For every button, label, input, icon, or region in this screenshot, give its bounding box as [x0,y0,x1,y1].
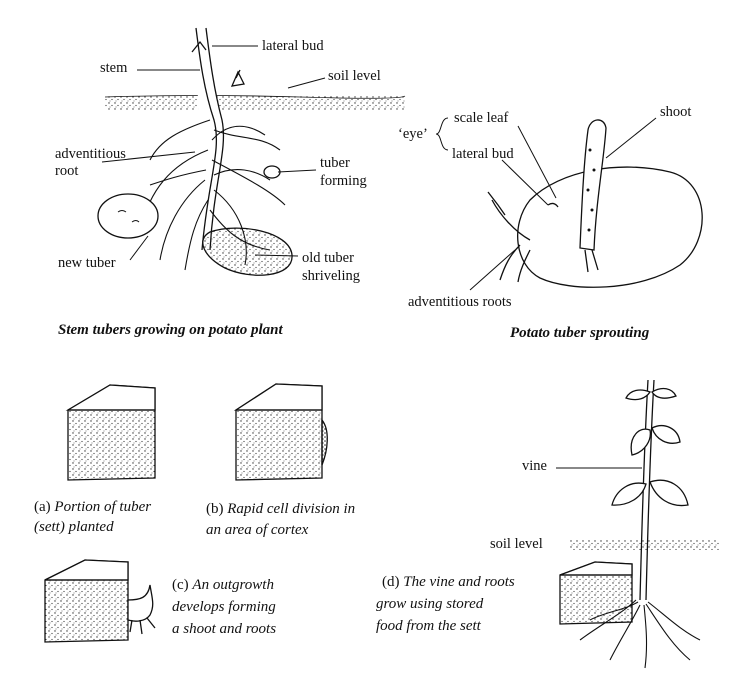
label-shriveling: shriveling [302,268,360,285]
label-adventitious-roots: adventitious roots [408,294,512,311]
old-tuber-shape [203,228,292,275]
eye-brace [436,118,448,150]
tuber-forming-shape [264,166,280,178]
soil-band-d [570,540,720,550]
vine-stage-d [560,380,720,668]
label-old-tuber: old tuber [302,250,354,267]
stage-c-line3: a shoot and roots [172,619,276,639]
cell-division-area [322,420,327,465]
label-shoot: shoot [660,104,691,121]
stage-d-line3: food from the sett [376,616,481,636]
stage-a-line1: (a) Portion of tuber [34,497,151,517]
outgrowth-shoot [128,585,153,621]
label-adventitious: adventitious [55,146,126,163]
label-eye: ‘eye’ [398,126,428,143]
lateral-bud-shape [232,70,244,86]
stage-c-line2: develops forming [172,597,276,617]
label-forming: forming [320,173,367,190]
stage-d-line2: grow using stored [376,594,483,614]
label-lateral-bud-right: lateral bud [452,146,514,163]
stage-d-line1: (d) The vine and roots [382,572,515,592]
sett-top-face [68,385,155,410]
vine-leaf [652,426,680,444]
vine-leaf [650,480,688,505]
label-new-tuber: new tuber [58,255,116,272]
vine-leaf [612,483,646,505]
label-scale-leaf: scale leaf [454,110,508,127]
stage-c-line1: (c) An outgrowth [172,575,274,595]
potato-plant-illustration [98,28,405,275]
stage-a-line2: (sett) planted [34,517,114,537]
label-vine: vine [522,458,547,475]
sett-stage-b [236,384,327,480]
label-root: root [55,163,78,180]
sett-stage-a [68,385,155,480]
label-lateral-bud: lateral bud [262,38,324,55]
vine-leaf [652,389,676,399]
stage-b-line2: an area of cortex [206,520,308,540]
label-tuber: tuber [320,155,350,172]
caption-tuber-sprouting: Potato tuber sprouting [510,323,649,343]
sprouting-tuber-illustration [436,118,702,287]
label-soil-level: soil level [328,68,381,85]
vine-leaf [631,429,650,455]
caption-stem-tubers: Stem tubers growing on potato plant [58,320,283,340]
stage-b-line1: (b) Rapid cell division in [206,499,355,519]
sett-stage-c [45,560,155,642]
stem [196,28,223,250]
tuber-body [518,167,703,287]
label-stem: stem [100,60,127,77]
new-tuber-shape [98,194,158,238]
label-soil-level-d: soil level [490,536,543,553]
